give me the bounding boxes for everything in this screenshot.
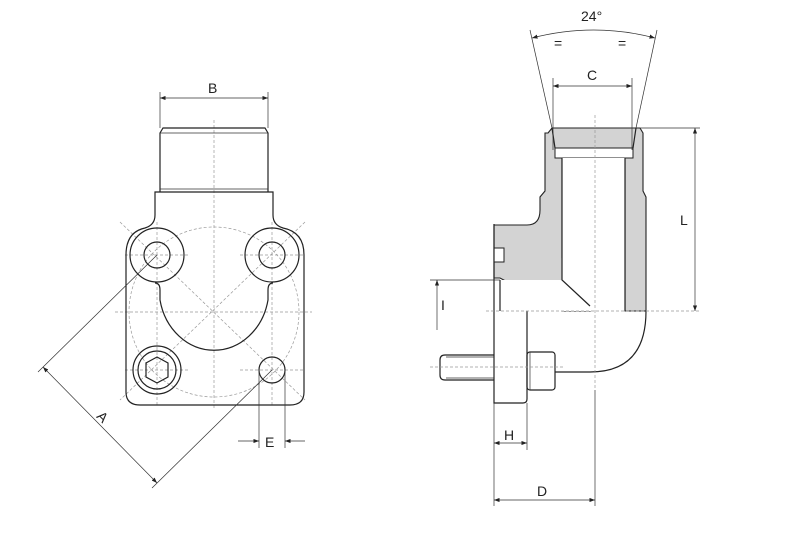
equal-mark-left: = — [554, 35, 562, 51]
dim-label-d: D — [537, 483, 547, 499]
side-view: 24° = = C L I H D — [430, 8, 700, 506]
dim-label-b: B — [208, 80, 217, 96]
equal-mark-right: = — [618, 35, 626, 51]
dim-label-l: L — [680, 212, 688, 228]
dim-label-h: H — [504, 427, 514, 443]
front-view: B A E — [37, 80, 312, 489]
dim-label-a: A — [94, 408, 112, 426]
dim-label-e: E — [265, 434, 274, 450]
hex-socket-icon — [145, 356, 169, 384]
angle-label: 24° — [581, 8, 602, 24]
dim-label-c: C — [587, 67, 597, 83]
dim-label-i: I — [441, 297, 445, 313]
